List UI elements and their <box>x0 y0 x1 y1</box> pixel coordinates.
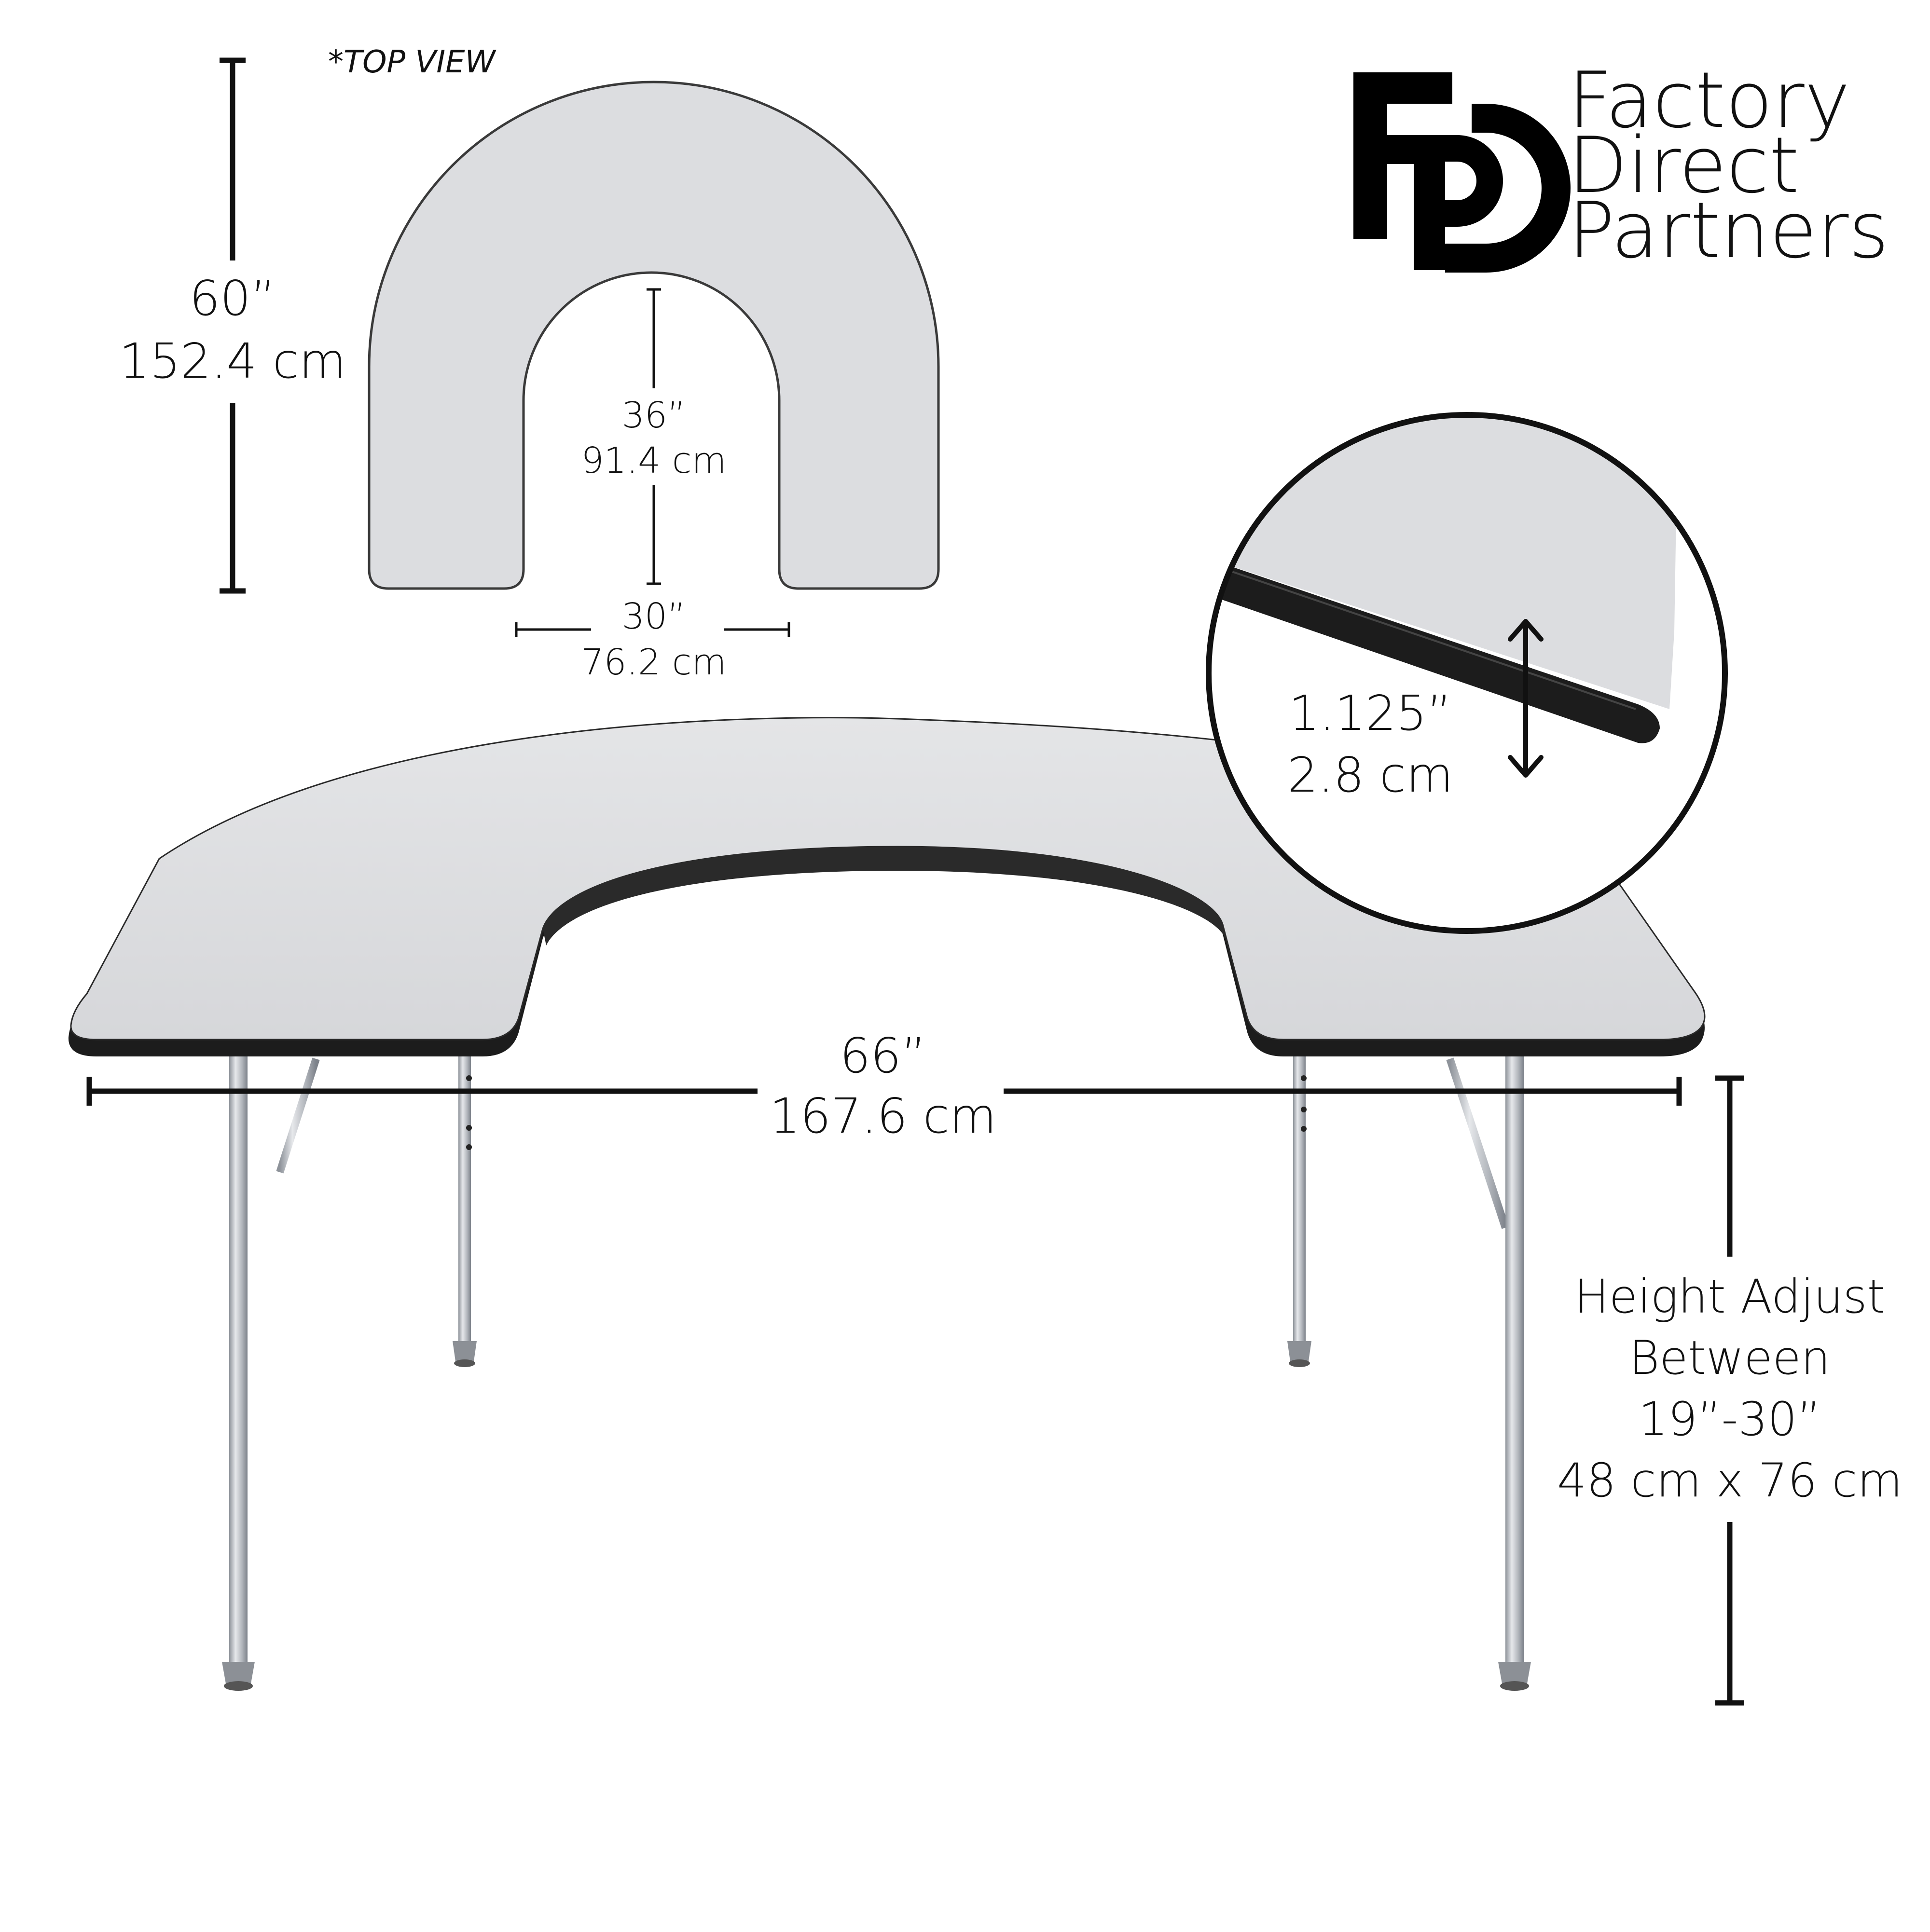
fdp-logo-mark <box>1353 72 1571 273</box>
edge-thickness-inches: 1.125” <box>1288 685 1452 741</box>
brand-line-2: Direct <box>1568 120 1800 210</box>
height-adjust-line-2: Between <box>1629 1331 1831 1385</box>
brand-line-3: Partners <box>1568 185 1889 275</box>
inner-cutout-edge <box>543 847 1227 945</box>
brand-wordmark: Factory Direct Partners <box>1568 55 1916 275</box>
width-dimension-line <box>86 1077 1682 1106</box>
leg-front-left <box>229 1049 248 1662</box>
height-adjust-line-4: 48 cm x 76 cm <box>1557 1453 1902 1507</box>
inner-width-label-cm: 76.2 cm <box>581 642 727 683</box>
brand-line-1: Factory <box>1568 55 1850 145</box>
height-dimension-line <box>1715 1075 1744 1706</box>
leg-back-right <box>1293 1037 1306 1341</box>
edge-thickness-cm: 2.8 cm <box>1287 747 1453 803</box>
height-adjust-label: Height Adjust Between 19”-30” 48 cm x 76… <box>1534 1266 1925 1511</box>
leg-front-right <box>1505 1049 1524 1662</box>
top-view-label: *TOP VIEW <box>328 44 496 80</box>
edge-detail-magnifier <box>1206 412 1728 934</box>
top-view-horseshoe <box>368 81 940 590</box>
inner-width-dimension-line <box>515 622 790 637</box>
inner-depth-label-cm: 91.4 cm <box>581 440 727 481</box>
thickness-arrow <box>1508 619 1544 778</box>
table-width-cm: 167.6 cm <box>769 1088 997 1144</box>
depth-dimension-line <box>220 57 246 594</box>
height-adjust-line-1: Height Adjust <box>1574 1270 1886 1324</box>
table-width-inches: 66” <box>840 1028 926 1084</box>
leg-back-left <box>458 1037 471 1341</box>
height-adjust-line-3: 19”-30” <box>1638 1392 1821 1446</box>
table-legs <box>222 1037 1531 1691</box>
depth-label-cm: 152.4 cm <box>119 333 346 389</box>
inner-width-label-inches: 30” <box>621 596 686 637</box>
depth-label-inches: 60” <box>189 270 276 327</box>
inner-depth-dimension-line <box>647 288 661 585</box>
inner-depth-label-inches: 36” <box>621 395 686 436</box>
